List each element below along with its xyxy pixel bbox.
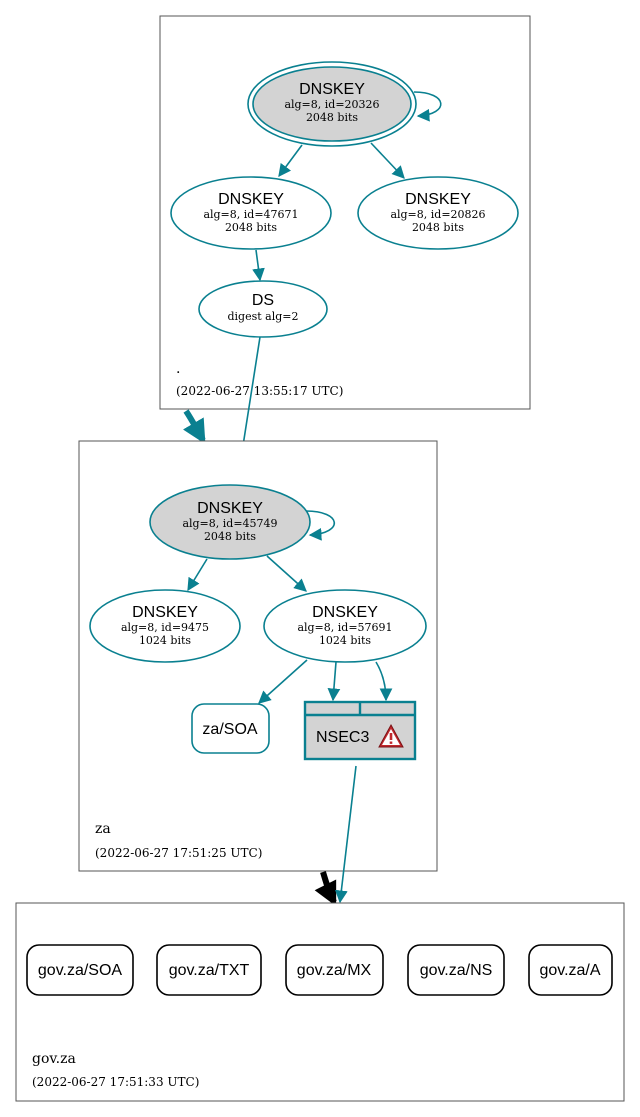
- za-ksk-self-edge: [305, 510, 336, 541]
- za-zsk-b-line1: alg=8, id=57691: [297, 621, 392, 634]
- root-ds-line1: digest alg=2: [227, 310, 298, 323]
- za-zsk-b-line2: 1024 bits: [319, 634, 371, 647]
- root-ksk-node[interactable]: DNSKEY alg=8, id=20326 2048 bits: [247, 61, 417, 147]
- govza-mx-node[interactable]: gov.za/MX: [285, 944, 384, 996]
- za-zsk-b-node[interactable]: DNSKEY alg=8, id=57691 1024 bits: [263, 589, 427, 663]
- root-ds-node[interactable]: DS digest alg=2: [198, 280, 328, 338]
- za-nsec3-node[interactable]: NSEC3: [303, 700, 417, 761]
- root-zsk-b-line1: alg=8, id=20826: [390, 208, 485, 221]
- root-zsk-b-line2: 2048 bits: [412, 221, 464, 234]
- za-nsec3-label: NSEC3: [316, 729, 369, 746]
- zone-za: za (2022-06-27 17:51:25 UTC) DNSKEY alg=…: [78, 440, 438, 872]
- za-ksk-node[interactable]: DNSKEY alg=8, id=45749 2048 bits: [149, 484, 311, 560]
- zone-govza-timestamp: (2022-06-27 17:51:33 UTC): [32, 1075, 199, 1089]
- govza-soa-node[interactable]: gov.za/SOA: [26, 944, 134, 996]
- delegation-za-to-govza: [314, 871, 337, 907]
- root-zsk-a-line2: 2048 bits: [225, 221, 277, 234]
- govza-a-label: gov.za/A: [539, 962, 600, 979]
- govza-mx-label: gov.za/MX: [297, 962, 372, 979]
- za-ksk-title: DNSKEY: [197, 500, 263, 517]
- za-zsk-a-line2: 1024 bits: [139, 634, 191, 647]
- root-zsk-a-title: DNSKEY: [218, 191, 284, 208]
- zone-govza-box: [15, 902, 625, 1102]
- za-zsk-a-title: DNSKEY: [132, 604, 198, 621]
- root-zsk-b-node[interactable]: DNSKEY alg=8, id=20826 2048 bits: [357, 176, 519, 250]
- za-ksk-line2: 2048 bits: [204, 530, 256, 543]
- root-zsk-a-node[interactable]: DNSKEY alg=8, id=47671 2048 bits: [170, 176, 332, 250]
- za-zsk-a-node[interactable]: DNSKEY alg=8, id=9475 1024 bits: [89, 589, 241, 663]
- zone-za-timestamp: (2022-06-27 17:51:25 UTC): [95, 846, 262, 860]
- govza-ns-node[interactable]: gov.za/NS: [407, 944, 505, 996]
- govza-ns-label: gov.za/NS: [420, 962, 493, 979]
- zone-govza: gov.za (2022-06-27 17:51:33 UTC) gov.za/…: [15, 902, 625, 1102]
- zone-root-timestamp: (2022-06-27 13:55:17 UTC): [176, 384, 343, 398]
- edge-za-ksk-to-zsk-b: [266, 555, 307, 592]
- delegation-root-to-za: [182, 409, 206, 445]
- za-soa-node[interactable]: za/SOA: [191, 703, 270, 754]
- zone-govza-name: gov.za: [32, 1051, 76, 1067]
- root-zsk-a-line1: alg=8, id=47671: [203, 208, 298, 221]
- govza-txt-node[interactable]: gov.za/TXT: [156, 944, 262, 996]
- edge-za-ksk-to-zsk-a: [187, 558, 208, 592]
- edge-za-zsk-to-nsec3-a: [327, 661, 341, 702]
- govza-txt-label: gov.za/TXT: [169, 962, 250, 979]
- warning-triangle-icon[interactable]: [378, 723, 404, 748]
- edge-root-zsk-to-ds: [252, 249, 265, 282]
- za-zsk-a-line1: alg=8, id=9475: [121, 621, 209, 634]
- edge-root-ksk-to-zsk-a: [278, 144, 303, 178]
- root-zsk-b-title: DNSKEY: [405, 191, 471, 208]
- za-ksk-line1: alg=8, id=45749: [182, 517, 277, 530]
- za-soa-label: za/SOA: [202, 721, 257, 738]
- root-ds-title: DS: [252, 292, 274, 309]
- root-ksk-title: DNSKEY: [299, 81, 365, 98]
- govza-a-node[interactable]: gov.za/A: [528, 944, 613, 996]
- edge-za-zsk-to-nsec3-b: [375, 661, 393, 702]
- zone-root-name: .: [176, 361, 180, 377]
- root-ksk-line2: 2048 bits: [306, 111, 358, 124]
- za-zsk-b-title: DNSKEY: [312, 604, 378, 621]
- govza-soa-label: gov.za/SOA: [38, 962, 123, 979]
- zone-root: . (2022-06-27 13:55:17 UTC) DNSKEY alg=8…: [159, 15, 531, 410]
- edge-za-zsk-to-soa: [258, 659, 308, 704]
- root-ksk-line1: alg=8, id=20326: [284, 98, 379, 111]
- edge-root-ksk-to-zsk-b: [370, 142, 405, 179]
- root-ksk-self-edge: [413, 91, 442, 122]
- edge-nsec3-to-govza: [334, 765, 357, 904]
- zone-za-name: za: [95, 821, 111, 837]
